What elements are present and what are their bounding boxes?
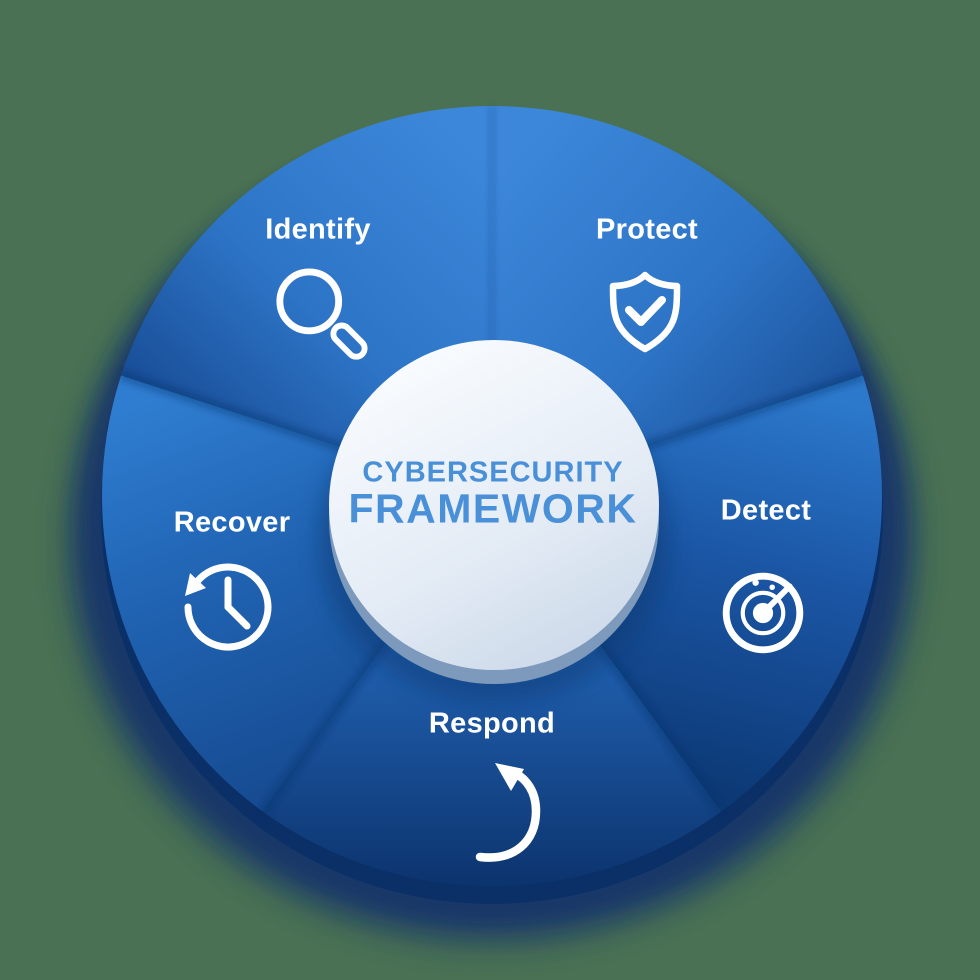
curved-arrow-icon — [474, 760, 544, 865]
segment-label-identify: Identify — [265, 213, 371, 246]
segment-label-recover: Recover — [173, 506, 291, 539]
shield-check-icon — [595, 265, 695, 363]
radar-icon — [717, 567, 809, 659]
center-hub-disc — [318, 340, 670, 703]
center-title-line1: CYBERSECURITY — [362, 456, 624, 489]
segment-label-respond: Respond — [428, 707, 556, 740]
center-title-line2: FRAMEWORK — [348, 485, 638, 532]
segment-label-protect: Protect — [595, 213, 699, 246]
clock-history-icon — [176, 555, 280, 659]
segment-label-detect: Detect — [720, 494, 812, 527]
center-title: CYBERSECURITY FRAMEWORK — [348, 456, 638, 532]
magnifier-icon — [273, 268, 371, 370]
